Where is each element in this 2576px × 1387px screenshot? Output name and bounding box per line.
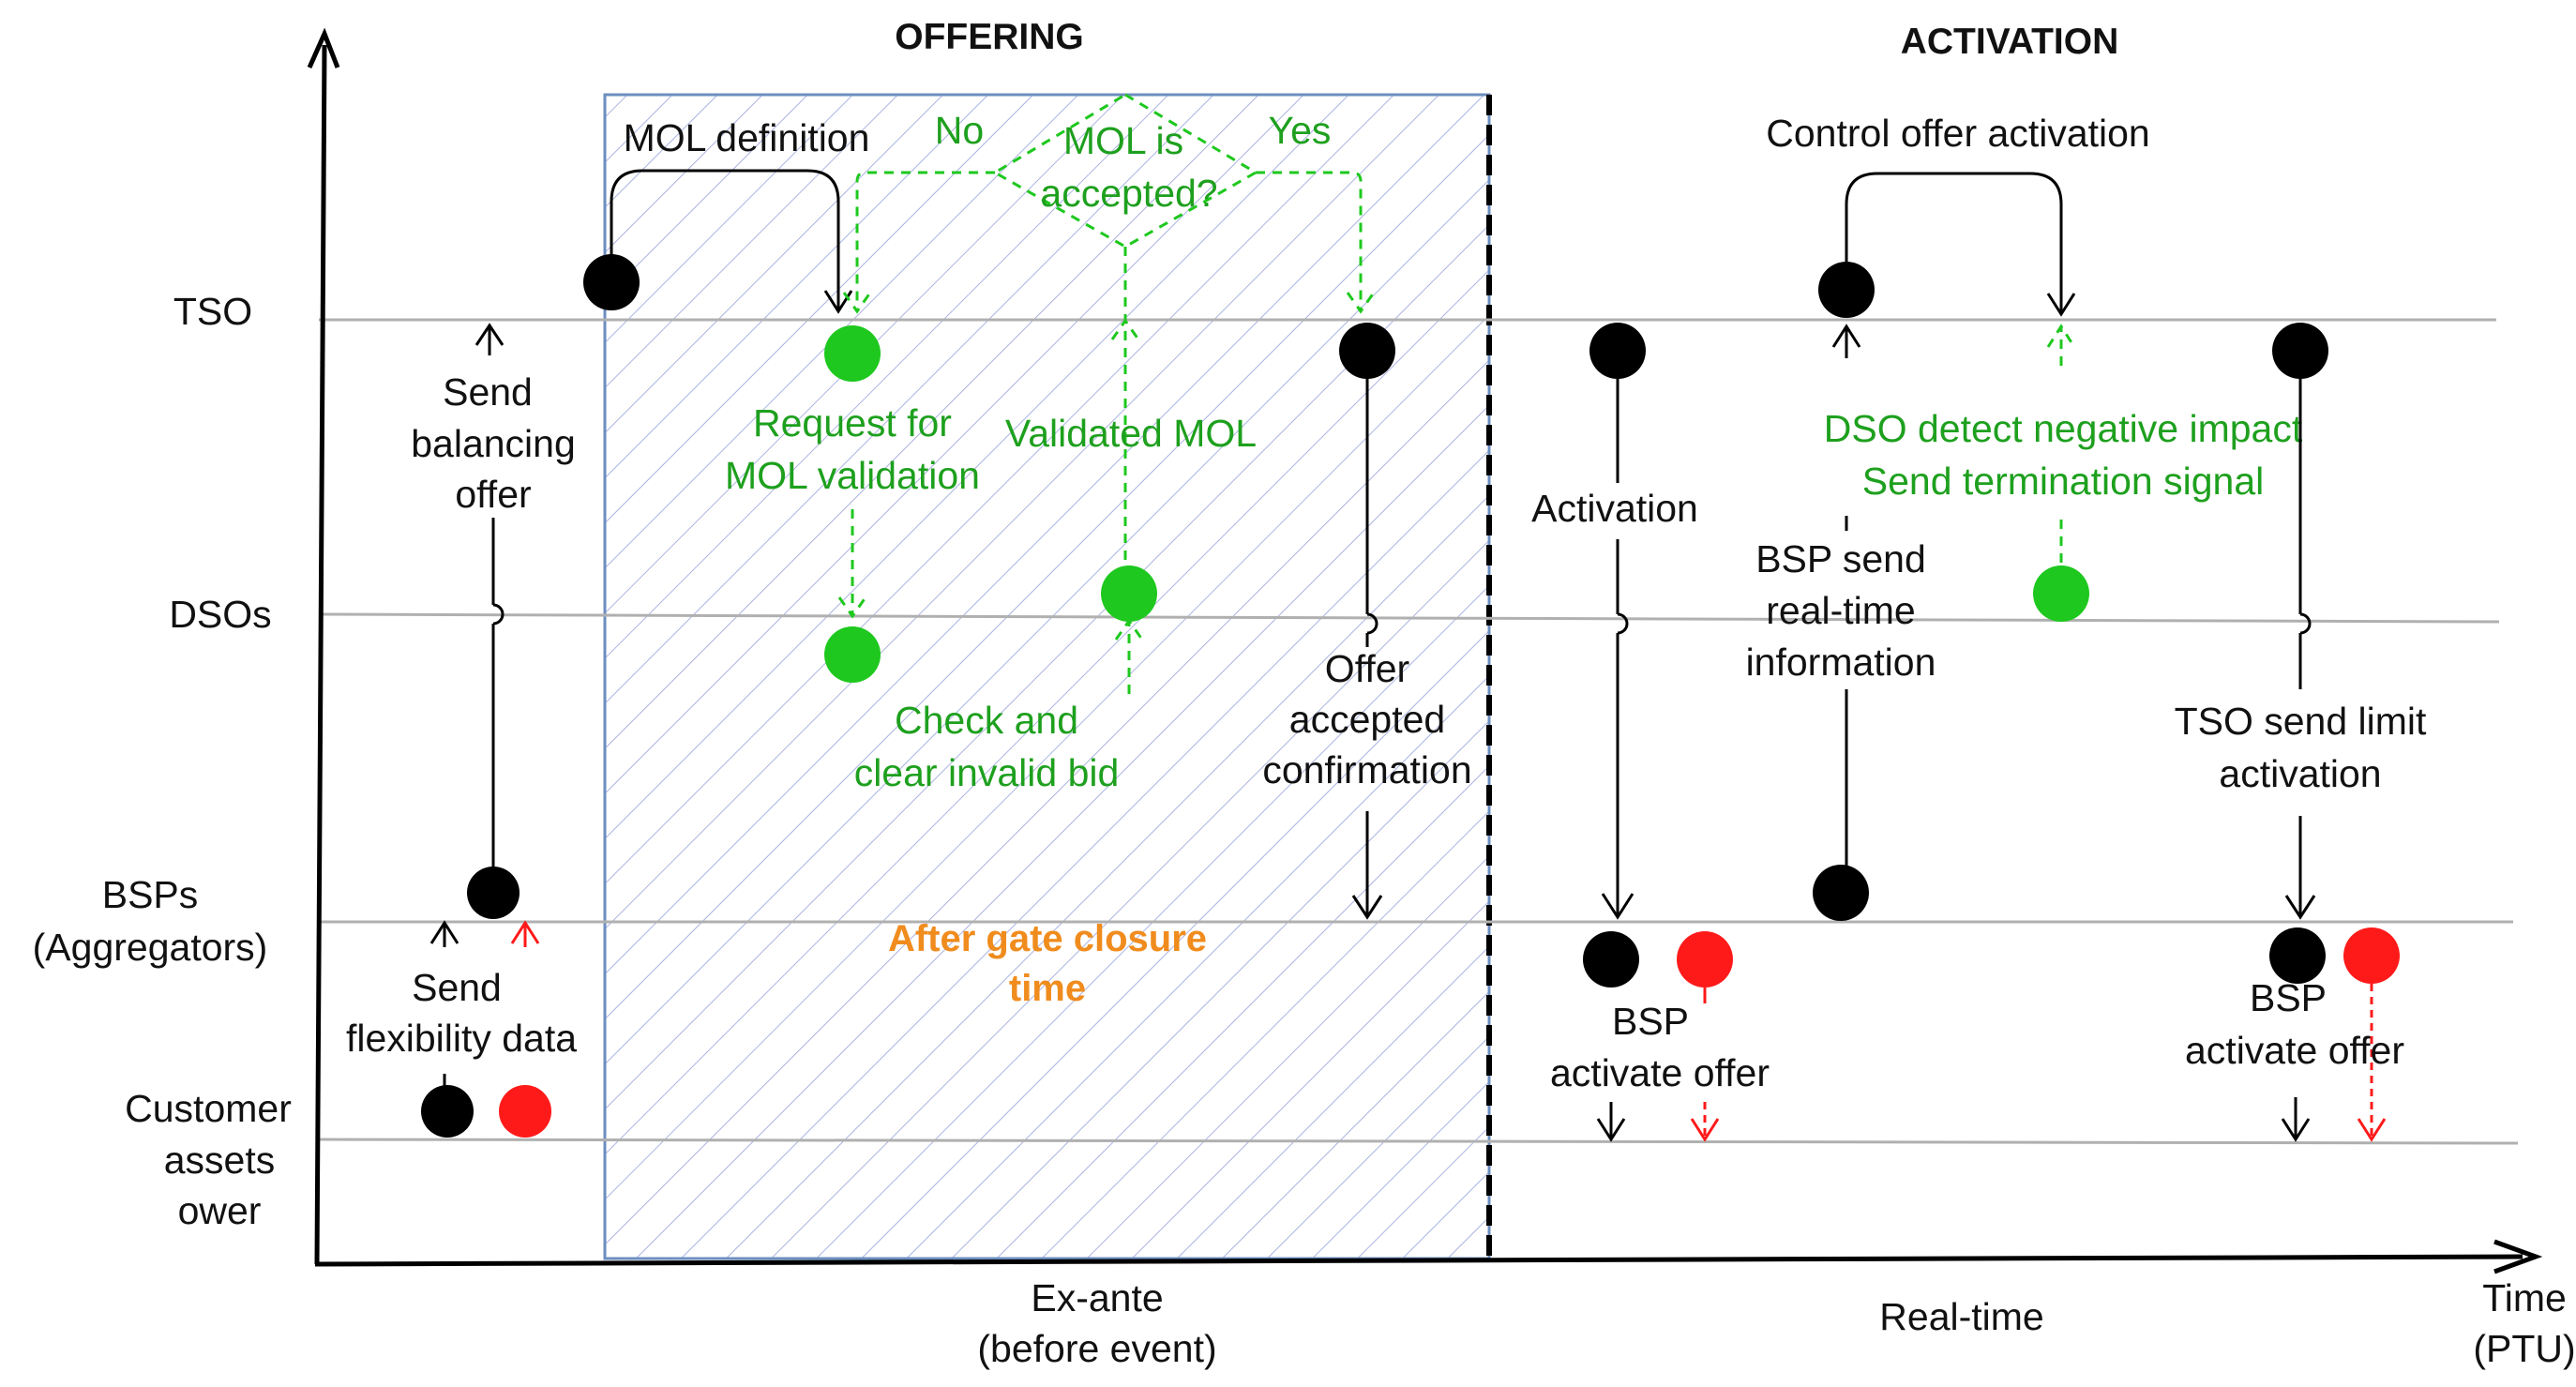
send-balancing-offer-label-3: offer	[455, 473, 531, 516]
send-balancing-offer-label-2: balancing	[411, 422, 576, 465]
bsp-activate-offer-1-label: BSP	[1612, 1000, 1689, 1043]
x-axis	[314, 1239, 2543, 1274]
flow-dso-detect	[2046, 324, 2076, 563]
flow-tso-send-limit	[2284, 370, 2316, 920]
bsp-send-realtime-label: BSP send	[1755, 537, 1926, 580]
customer-node-red	[499, 1085, 551, 1138]
ex-ante-label: Ex-ante	[1031, 1276, 1163, 1319]
ptu-label: (PTU)	[2473, 1327, 2575, 1370]
lane-label-dsos: DSOs	[169, 593, 271, 636]
check-clear-invalid-label: Check and	[895, 699, 1078, 742]
dso-detect-label: DSO detect negative impact	[1824, 407, 2303, 450]
validated-mol-label: Validated MOL	[1005, 412, 1257, 455]
flow-control-offer-activation	[1845, 172, 2076, 317]
send-flexibility-data-label: Send	[412, 966, 502, 1009]
flow-activation	[1601, 370, 1634, 920]
tso-node-request-validation	[824, 325, 881, 382]
offer-accepted-label: Offer	[1325, 647, 1409, 690]
flow-send-balancing-offer	[475, 323, 505, 891]
bsp-activate-offer-1-label-2: activate offer	[1550, 1051, 1770, 1094]
decision-diamond	[842, 93, 1376, 578]
offering-hatched-area	[603, 93, 1491, 1260]
bsp-node-realtime	[1813, 865, 1869, 921]
y-axis	[307, 27, 340, 1265]
gate-closure-label: After gate closure	[888, 918, 1207, 959]
request-mol-validation-label-2: MOL validation	[725, 454, 980, 497]
bsp-node-activate-red	[1677, 931, 1733, 987]
lane-line-customer	[318, 1138, 2519, 1145]
bsp-send-realtime-label-2: real-time	[1766, 589, 1915, 632]
activation-header: ACTIVATION	[1901, 22, 2119, 62]
dso-node-validated	[1101, 565, 1157, 622]
bsp-node-activate2-black	[2269, 927, 2326, 984]
decision-no-label: No	[935, 109, 984, 152]
ex-ante-sub-label: (before event)	[977, 1327, 1216, 1370]
real-time-label: Real-time	[1879, 1295, 2043, 1338]
lane-label-aggregators: (Aggregators)	[33, 926, 268, 969]
send-balancing-offer-label: Send	[443, 370, 533, 414]
tso-node-control	[1818, 262, 1875, 318]
tso-send-limit-label-2: activation	[2219, 752, 2381, 795]
lane-label-customer: Customer	[125, 1087, 292, 1130]
check-clear-invalid-label-2: clear invalid bid	[854, 751, 1120, 794]
tso-node-limit	[2272, 323, 2328, 379]
lane-label-assets: assets	[164, 1138, 276, 1182]
time-label: Time	[2482, 1276, 2567, 1319]
offer-accepted-label-3: confirmation	[1262, 748, 1471, 791]
lane-line-dsos	[318, 612, 2500, 624]
bsp-activate-offer-2-label-2: activate offer	[2185, 1029, 2404, 1072]
tso-send-limit-label: TSO send limit	[2175, 700, 2427, 743]
control-offer-activation-label: Control offer activation	[1766, 112, 2149, 155]
decision-question-label-2: accepted?	[1040, 172, 1217, 215]
flow-send-flexibility-data	[429, 920, 540, 1095]
gate-closure-label-2: time	[1009, 968, 1086, 1009]
bsp-node-activate-black	[1583, 931, 1639, 987]
offer-accepted-label-2: accepted	[1289, 698, 1445, 741]
decision-yes-label: Yes	[1269, 109, 1332, 152]
bsp-activate-offer-2-label: BSP	[2250, 976, 2327, 1019]
customer-node-black	[421, 1085, 474, 1138]
lane-label-tso: TSO	[173, 290, 252, 333]
flow-request-mol-validation	[837, 509, 867, 619]
decision-question-label: MOL is	[1063, 119, 1183, 162]
flow-bsp-activate-offer-1	[1596, 987, 1720, 1142]
tso-node-activation	[1589, 323, 1646, 379]
flow-offer-accepted	[1351, 366, 1383, 920]
flow-bsp-activate-offer-2	[2281, 984, 2387, 1142]
offering-header: OFFERING	[895, 17, 1084, 57]
bsp-send-realtime-label-3: information	[1746, 641, 1936, 684]
dso-node-check	[824, 626, 881, 683]
send-flexibility-data-label-2: flexibility data	[346, 1017, 577, 1060]
activation-label: Activation	[1531, 487, 1698, 530]
lane-label-ower: ower	[178, 1189, 262, 1232]
dso-node-detect	[2033, 565, 2089, 622]
bsp-node-activate2-red	[2343, 927, 2400, 984]
lane-label-bsps: BSPs	[102, 873, 199, 916]
tso-node-offer-accepted	[1339, 323, 1395, 379]
mol-definition-label: MOL definition	[624, 116, 870, 159]
bsp-node-offer	[467, 867, 520, 919]
dso-detect-label-2: Send termination signal	[1862, 460, 2264, 503]
request-mol-validation-label: Request for	[753, 401, 952, 445]
tso-node-mol-definition	[583, 254, 640, 310]
flow-bsp-send-realtime	[1831, 324, 1861, 872]
